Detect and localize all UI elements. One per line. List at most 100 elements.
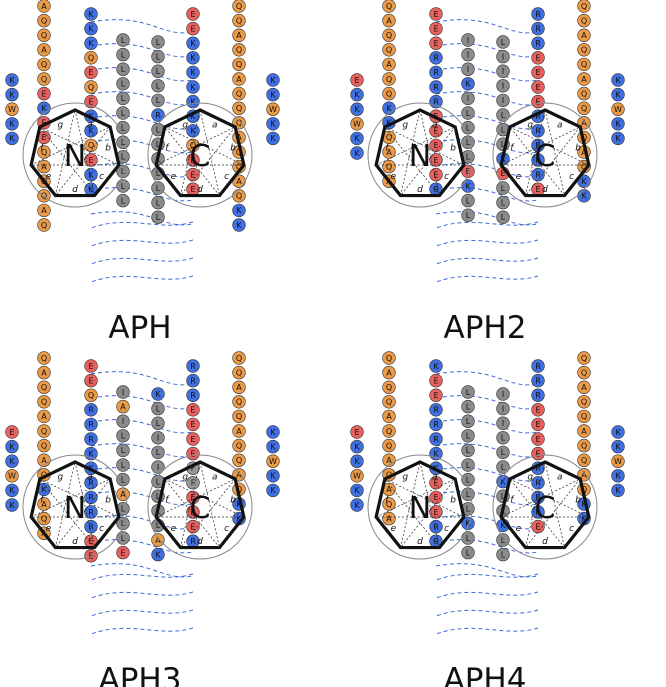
svg-text:L: L <box>121 65 126 74</box>
residue: K <box>577 189 591 203</box>
heptad-position: a <box>432 472 438 482</box>
heptad-position: f <box>385 495 390 505</box>
svg-text:R: R <box>535 376 541 385</box>
heptad-position: a <box>212 472 218 482</box>
svg-text:K: K <box>270 442 276 451</box>
residue: E <box>531 417 545 432</box>
residue: L <box>461 106 475 120</box>
svg-text:Q: Q <box>41 148 47 157</box>
residue: I <box>461 47 475 62</box>
svg-text:R: R <box>535 391 541 400</box>
svg-text:K: K <box>190 97 196 106</box>
residue: Q <box>577 101 591 115</box>
heptad-position: c <box>224 524 229 534</box>
residue: Q <box>37 72 51 86</box>
residue: K <box>429 446 443 461</box>
residue: Q <box>382 86 396 101</box>
residue: A <box>382 511 396 526</box>
svg-text:R: R <box>535 508 541 517</box>
svg-text:E: E <box>190 185 195 194</box>
svg-text:Q: Q <box>41 471 47 480</box>
residue: I <box>461 91 475 106</box>
residue: Q <box>37 380 51 394</box>
svg-text:E: E <box>190 449 195 458</box>
svg-text:Q: Q <box>236 456 242 465</box>
residue: I <box>496 387 510 401</box>
residue: R <box>186 388 200 402</box>
residue: W <box>350 469 364 483</box>
residue: A <box>232 424 246 438</box>
residue: A <box>37 43 51 57</box>
residue: K <box>611 425 625 439</box>
residue: W <box>266 454 280 468</box>
svg-text:I: I <box>502 82 504 91</box>
svg-text:W: W <box>353 472 361 481</box>
residue: K <box>5 131 19 146</box>
svg-text:K: K <box>433 449 439 458</box>
residue: K <box>84 124 98 138</box>
svg-text:Q: Q <box>386 2 392 11</box>
panel-title: APH3 <box>99 662 182 687</box>
residue: K <box>611 117 625 131</box>
residue: L <box>496 210 510 224</box>
residue: Q <box>382 28 396 42</box>
svg-text:K: K <box>41 104 47 113</box>
svg-text:E: E <box>535 406 540 415</box>
svg-text:L: L <box>501 198 506 207</box>
residue: A <box>382 409 396 424</box>
svg-text:E: E <box>88 537 93 546</box>
residue: L <box>116 120 130 135</box>
svg-text:E: E <box>190 508 195 517</box>
svg-text:A: A <box>581 75 587 84</box>
heptad-position: c <box>444 524 449 534</box>
residue: Q <box>577 438 591 453</box>
svg-text:E: E <box>433 141 438 150</box>
residue: E <box>186 505 200 519</box>
heptad-position: b <box>105 143 111 153</box>
svg-text:E: E <box>535 97 540 106</box>
residue: R <box>84 519 98 534</box>
svg-text:L: L <box>156 213 161 222</box>
svg-text:E: E <box>500 169 505 178</box>
residue: Q <box>232 57 246 72</box>
svg-text:K: K <box>9 442 15 451</box>
svg-text:E: E <box>190 170 195 179</box>
svg-text:I: I <box>467 36 469 45</box>
svg-text:L: L <box>156 140 161 149</box>
svg-text:K: K <box>41 485 47 494</box>
residue: W <box>266 102 280 116</box>
svg-text:K: K <box>500 521 506 530</box>
heptad-position: d <box>542 537 548 547</box>
svg-text:R: R <box>88 479 94 488</box>
residue: L <box>461 399 475 414</box>
svg-text:K: K <box>354 457 360 466</box>
svg-text:E: E <box>433 10 438 19</box>
residue: E <box>186 167 200 182</box>
residue: K <box>350 439 364 454</box>
residue: Q <box>382 351 396 365</box>
residue: F <box>186 476 200 490</box>
svg-text:R: R <box>535 362 541 371</box>
residue: A <box>232 72 246 86</box>
residue: Q <box>577 0 591 13</box>
svg-text:Q: Q <box>41 60 47 69</box>
svg-text:L: L <box>501 448 506 457</box>
panel-aph3: EKKWKKQAQQAQQAQKAQAEEQRRRKKRRRREEIAILLLL… <box>5 351 280 687</box>
svg-text:K: K <box>9 486 15 495</box>
svg-text:L: L <box>501 140 506 149</box>
heptad-position: c <box>444 172 449 182</box>
residue: K <box>266 131 280 146</box>
svg-text:E: E <box>190 24 195 33</box>
svg-text:Q: Q <box>236 162 242 171</box>
residue: I <box>151 431 165 445</box>
residue: L <box>151 93 165 108</box>
heptad-position: a <box>212 120 218 130</box>
residue: K <box>350 131 364 146</box>
svg-text:W: W <box>8 105 16 114</box>
svg-text:L: L <box>121 36 126 45</box>
residue: L <box>116 179 130 193</box>
heptad-position: f <box>40 495 45 505</box>
